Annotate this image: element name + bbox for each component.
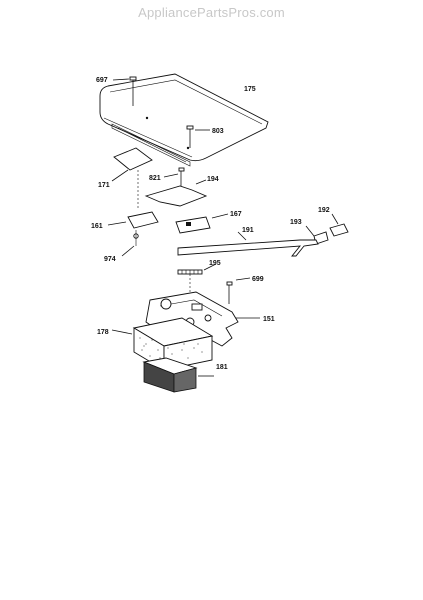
label-697: 697 (96, 77, 108, 84)
label-192: 192 (318, 207, 330, 214)
block-181 (142, 357, 214, 393)
screw-697 (112, 76, 137, 106)
rod-191 (177, 231, 319, 257)
label-151: 151 (263, 316, 275, 323)
label-178: 178 (97, 329, 109, 336)
label-195: 195 (209, 260, 221, 267)
site-watermark: AppliancePartsPros.com (138, 5, 285, 20)
plate-171 (111, 147, 153, 208)
label-974: 974 (104, 256, 116, 263)
top-panel-175 (99, 73, 269, 167)
label-191: 191 (242, 227, 254, 234)
label-167: 167 (230, 211, 242, 218)
bracket-194 (144, 179, 208, 207)
switch-167 (175, 213, 229, 234)
switch-161 (107, 211, 159, 257)
label-194: 194 (207, 176, 219, 183)
label-175: 175 (244, 86, 256, 93)
screw-803 (186, 125, 210, 148)
label-181: 181 (216, 364, 228, 371)
label-171: 171 (98, 182, 110, 189)
label-193: 193 (290, 219, 302, 226)
spring-195 (177, 263, 217, 296)
label-699: 699 (252, 276, 264, 283)
screw-699 (226, 277, 251, 304)
knob-192 (329, 213, 349, 237)
label-821: 821 (149, 175, 161, 182)
label-161: 161 (91, 223, 103, 230)
label-803: 803 (212, 128, 224, 135)
